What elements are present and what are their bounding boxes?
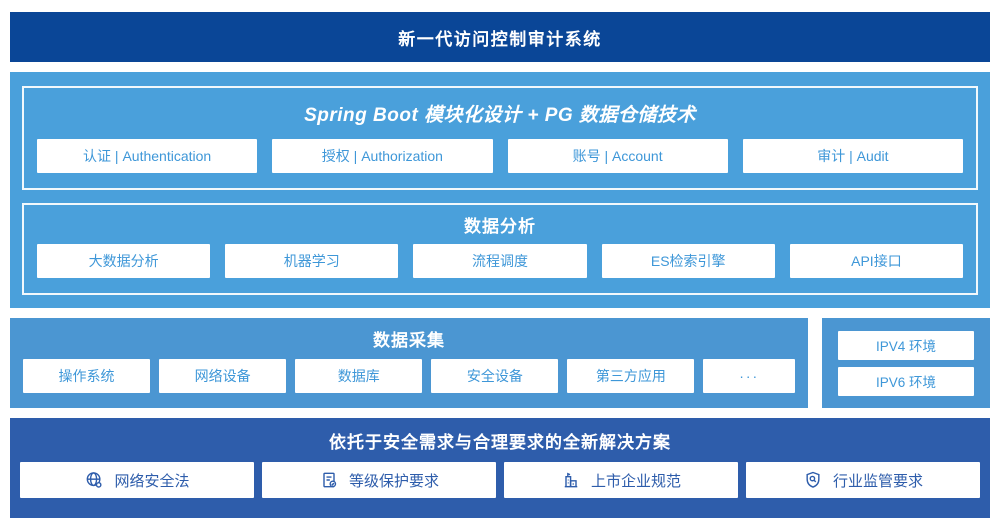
analysis-layer: 数据分析 大数据分析 机器学习 流程调度 ES检索引擎 API接口 xyxy=(22,202,978,295)
building-icon xyxy=(561,470,581,490)
module-authentication: 认证 | Authentication xyxy=(37,138,258,173)
solution-panel: 依托于安全需求与合理要求的全新解决方案 网络安全法 xyxy=(10,418,990,518)
requirement-label: 行业监管要求 xyxy=(832,472,923,490)
document-check-icon xyxy=(319,470,339,490)
requirement-classified-protection: 等级保护要求 xyxy=(262,462,496,498)
source-third-party-app: 第三方应用 xyxy=(567,359,695,393)
requirement-label: 等级保护要求 xyxy=(348,472,439,490)
ip-environment-panel: IPV4 环境 IPV6 环境 xyxy=(822,318,990,408)
source-database: 数据库 xyxy=(295,359,423,393)
requirement-listed-company: 上市企业规范 xyxy=(504,462,738,498)
source-operating-system: 操作系统 xyxy=(23,359,151,393)
requirement-label: 网络安全法 xyxy=(114,472,190,490)
module-api-interface: API接口 xyxy=(789,244,964,278)
module-process-scheduling: 流程调度 xyxy=(413,244,587,278)
platform-layer: Spring Boot 模块化设计 + PG 数据仓储技术 认证 | Authe… xyxy=(22,86,978,190)
requirement-label: 上市企业规范 xyxy=(590,472,681,490)
system-title: 新一代访问控制审计系统 xyxy=(398,29,602,49)
source-network-device: 网络设备 xyxy=(159,359,287,393)
collection-module-row: 操作系统 网络设备 数据库 安全设备 第三方应用 ··· xyxy=(23,359,795,393)
module-authorization: 授权 | Authorization xyxy=(272,138,493,173)
source-security-device: 安全设备 xyxy=(431,359,559,393)
ipv6-environment: IPV6 环境 xyxy=(838,366,974,396)
source-ellipsis: ··· xyxy=(703,359,795,393)
analysis-layer-title: 数据分析 xyxy=(464,216,536,236)
ipv4-environment: IPV4 环境 xyxy=(838,330,974,360)
module-machine-learning: 机器学习 xyxy=(225,244,399,278)
module-account: 账号 | Account xyxy=(507,138,728,173)
solution-item-row: 网络安全法 等级保护要求 xyxy=(20,462,980,498)
analysis-module-row: 大数据分析 机器学习 流程调度 ES检索引擎 API接口 xyxy=(24,244,976,278)
requirement-industry-supervision: 行业监管要求 xyxy=(746,462,980,498)
system-title-banner: 新一代访问控制审计系统 xyxy=(10,12,990,62)
module-audit: 审计 | Audit xyxy=(742,138,963,173)
module-bigdata-analysis: 大数据分析 xyxy=(37,244,211,278)
module-es-search-engine: ES检索引擎 xyxy=(601,244,775,278)
platform-panel: Spring Boot 模块化设计 + PG 数据仓储技术 认证 | Authe… xyxy=(10,72,990,308)
shield-search-icon xyxy=(803,470,823,490)
collection-title: 数据采集 xyxy=(373,331,445,350)
collection-row: 数据采集 操作系统 网络设备 数据库 安全设备 第三方应用 ··· IPV4 环… xyxy=(10,318,990,408)
collection-panel: 数据采集 操作系统 网络设备 数据库 安全设备 第三方应用 ··· xyxy=(10,318,808,408)
platform-module-row: 认证 | Authentication 授权 | Authorization 账… xyxy=(24,138,976,173)
solution-title: 依托于安全需求与合理要求的全新解决方案 xyxy=(329,432,671,452)
globe-icon xyxy=(84,470,104,490)
platform-layer-title: Spring Boot 模块化设计 + PG 数据仓储技术 xyxy=(304,104,696,126)
requirement-cybersecurity-law: 网络安全法 xyxy=(20,462,254,498)
